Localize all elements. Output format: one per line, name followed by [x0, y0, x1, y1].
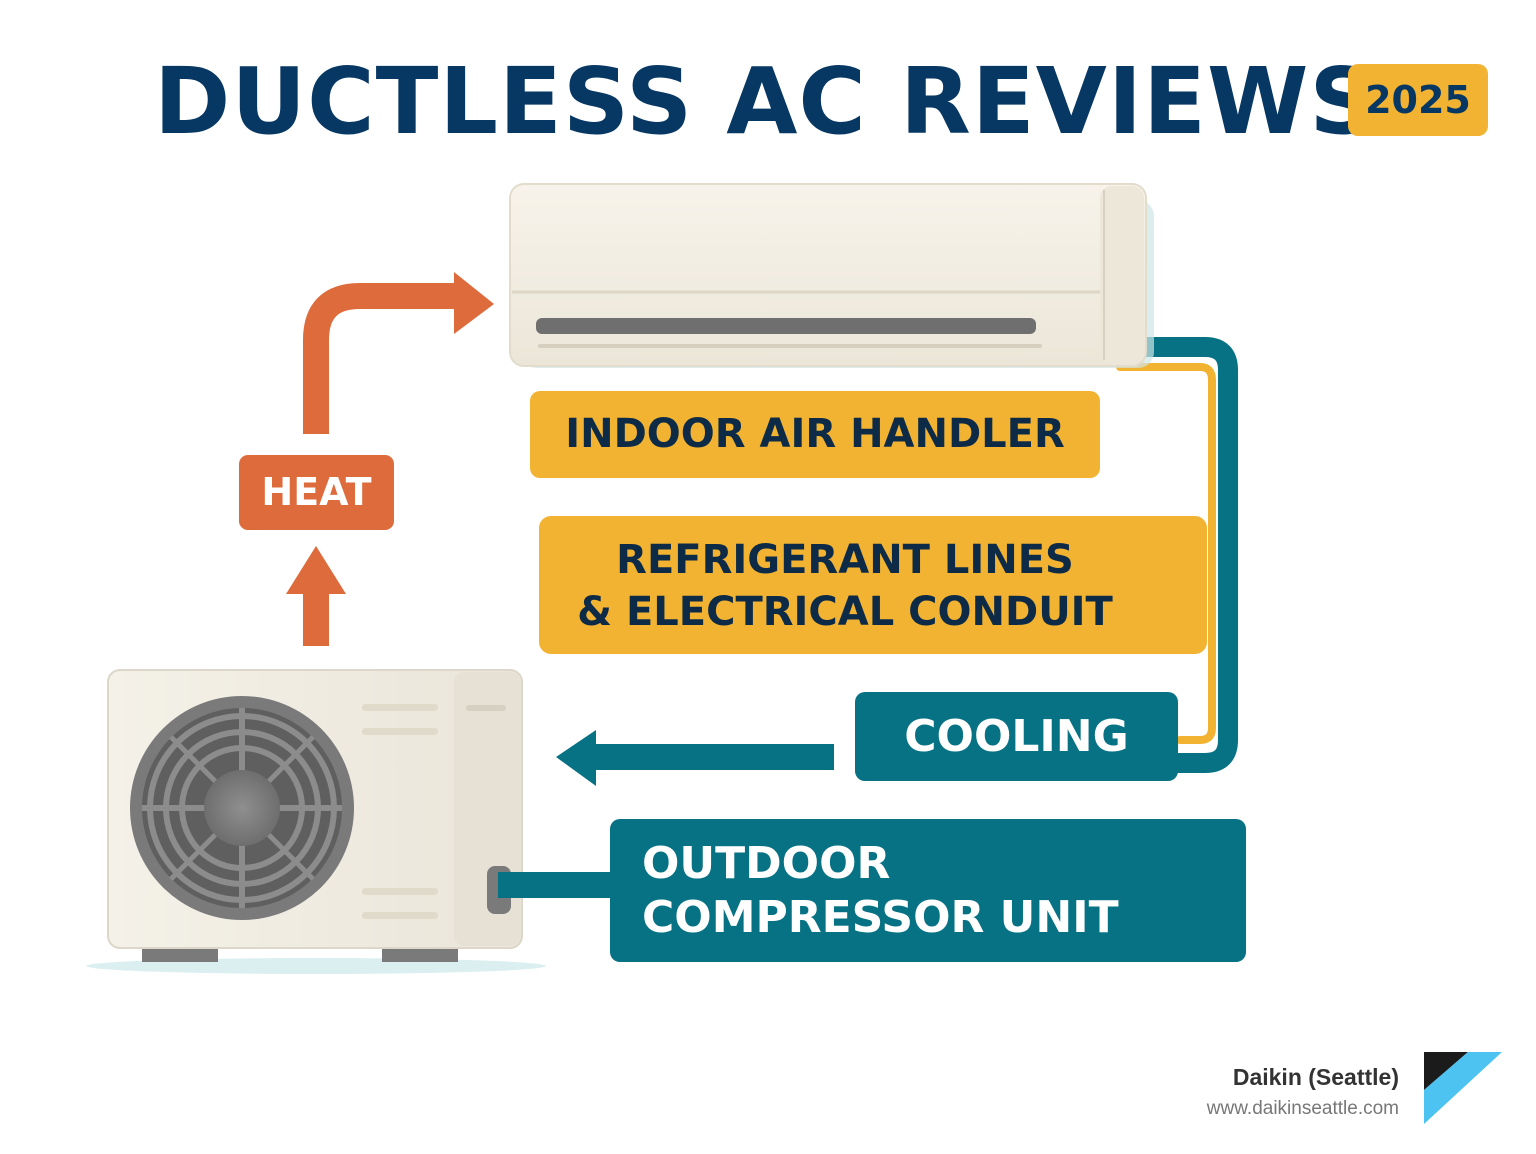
indoor-air-handler-label: INDOOR AIR HANDLER	[530, 391, 1100, 478]
cooling-label: COOLING	[855, 692, 1178, 781]
daikin-logo-icon	[1424, 1052, 1502, 1124]
cooling-arrow-icon	[556, 730, 834, 786]
refrigerant-label-line2: & ELECTRICAL CONDUIT	[577, 589, 1113, 635]
outdoor-label-line2: COMPRESSOR UNIT	[642, 892, 1119, 943]
year-badge: 2025	[1348, 64, 1488, 136]
page-title: DUCTLESS AC REVIEWS	[154, 48, 1377, 155]
refrigerant-lines	[1110, 337, 1238, 773]
outdoor-connector	[498, 872, 612, 898]
outdoor-compressor-label: OUTDOOR COMPRESSOR UNIT	[610, 819, 1246, 962]
indoor-unit-icon	[509, 183, 1154, 368]
outdoor-label-line1: OUTDOOR	[642, 838, 891, 889]
refrigerant-label-line1: REFRIGERANT LINES	[616, 537, 1074, 583]
heat-arrow-icon	[286, 272, 494, 646]
heat-label: HEAT	[239, 455, 394, 530]
fan-icon	[130, 696, 354, 920]
brand-url[interactable]: www.daikinseattle.com	[1206, 1098, 1399, 1119]
brand-name: Daikin (Seattle)	[1232, 1064, 1399, 1090]
refrigerant-lines-label: REFRIGERANT LINES & ELECTRICAL CONDUIT	[539, 516, 1207, 654]
